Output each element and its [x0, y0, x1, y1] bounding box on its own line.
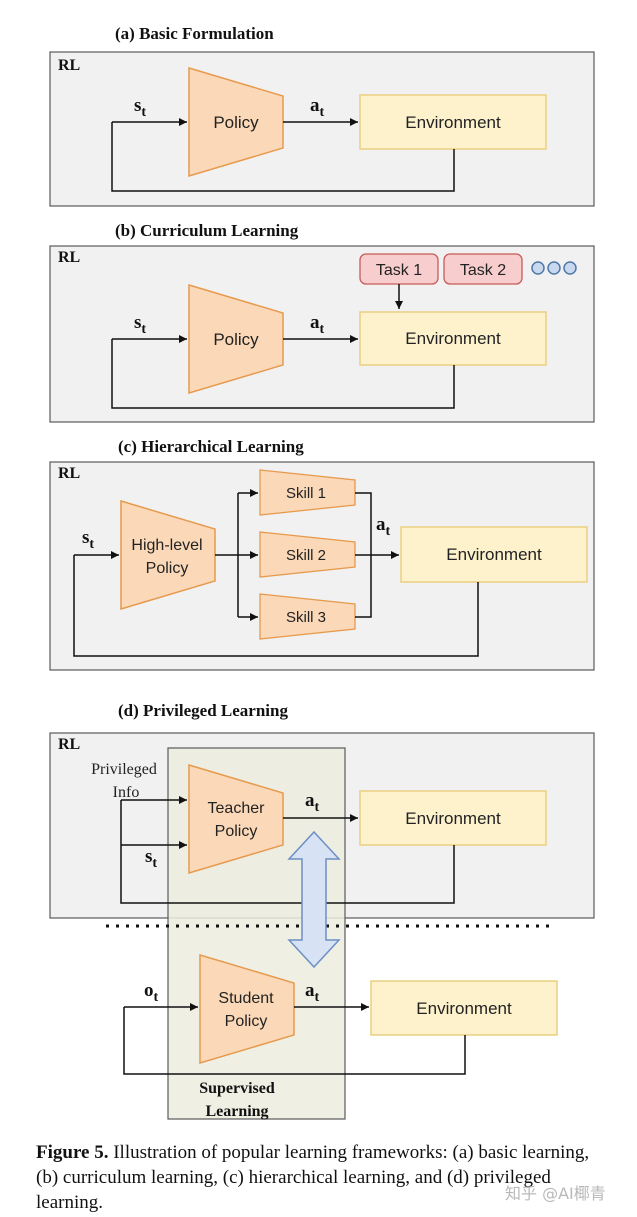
- action-symbol: at: [376, 514, 391, 539]
- environment-label: Environment: [405, 113, 501, 132]
- student-policy-label: Student: [218, 990, 274, 1007]
- privileged-info-label: Privileged: [91, 761, 157, 778]
- feedback-line: [120, 800, 455, 904]
- caption-text: Illustration of popular learning framewo…: [36, 1142, 590, 1213]
- panel-c-rl-tag: RL: [58, 465, 80, 482]
- environment-box: [359, 311, 547, 366]
- panel-d-title: (d) Privileged Learning: [118, 701, 288, 720]
- state-symbol: st: [134, 95, 146, 120]
- state-symbol: st: [82, 527, 94, 552]
- environment-label: Environment: [416, 999, 512, 1018]
- panel-b: (b) Curriculum Learning RL Task 1 Task 2…: [49, 221, 595, 423]
- panel-c: (c) Hierarchical Learning RL High-level …: [49, 437, 595, 671]
- action-symbol: at: [310, 95, 325, 120]
- more-tasks-dot: [547, 261, 561, 275]
- state-symbol: st: [145, 846, 157, 871]
- watermark: 知乎 @AI椰青: [505, 1184, 606, 1203]
- policy-trapezoid: [188, 66, 284, 178]
- figure-diagram: (a) Basic Formulation RL Policy Environm…: [49, 24, 595, 1120]
- state-symbol: st: [134, 312, 146, 337]
- action-symbol: at: [305, 980, 320, 1005]
- skill-1-label: Skill 1: [286, 485, 326, 502]
- double-arrow-icon: [287, 830, 341, 969]
- task-2-label: Task 2: [460, 262, 506, 279]
- high-level-policy-trapezoid: [120, 499, 216, 611]
- high-level-policy-label: Policy: [146, 560, 189, 577]
- privileged-info-label: Info: [113, 784, 140, 801]
- policy-label: Policy: [213, 113, 259, 132]
- environment-label: Environment: [405, 809, 501, 828]
- teacher-policy-label: Teacher: [208, 800, 266, 817]
- feedback-line: [111, 339, 455, 409]
- environment-box: [370, 980, 558, 1036]
- environment-box: [400, 526, 588, 583]
- skill-1-trapezoid: [259, 469, 356, 516]
- action-symbol: at: [310, 312, 325, 337]
- caption-label: Figure 5.: [36, 1142, 109, 1163]
- policy-label: Policy: [213, 330, 259, 349]
- more-tasks-dot: [563, 261, 577, 275]
- panel-b-rl-tag: RL: [58, 249, 80, 266]
- figure-caption: Figure 5. Illustration of popular learni…: [36, 1140, 606, 1215]
- task-1-label: Task 1: [376, 262, 422, 279]
- panel-a: (a) Basic Formulation RL Policy Environm…: [49, 24, 595, 207]
- high-level-policy-label: High-level: [131, 537, 202, 554]
- panel-d: (d) Privileged Learning RL Privileged In…: [49, 701, 595, 1120]
- student-policy-trapezoid: [199, 953, 295, 1065]
- environment-box: [359, 94, 547, 150]
- feedback-line: [111, 122, 455, 192]
- panel-c-title: (c) Hierarchical Learning: [118, 437, 304, 456]
- more-tasks-dot: [531, 261, 545, 275]
- panel-a-title: (a) Basic Formulation: [115, 24, 274, 43]
- supervised-learning-label: Learning: [205, 1103, 268, 1120]
- panel-d-rl-tag: RL: [58, 736, 80, 753]
- action-symbol: at: [305, 790, 320, 815]
- teacher-policy-label: Policy: [215, 823, 258, 840]
- panel-b-title: (b) Curriculum Learning: [115, 221, 299, 240]
- feedback-line: [73, 555, 479, 657]
- task-2-box: [443, 253, 523, 285]
- environment-label: Environment: [446, 545, 542, 564]
- student-policy-label: Policy: [225, 1013, 268, 1030]
- policy-trapezoid: [188, 283, 284, 395]
- skill-2-trapezoid: [259, 531, 356, 578]
- feedback-line: [123, 1007, 466, 1075]
- environment-box: [359, 790, 547, 846]
- panel-a-rl-tag: RL: [58, 57, 80, 74]
- teacher-policy-trapezoid: [188, 763, 284, 875]
- skill-3-trapezoid: [259, 593, 356, 640]
- skill-2-label: Skill 2: [286, 547, 326, 564]
- environment-label: Environment: [405, 329, 501, 348]
- skill-3-label: Skill 3: [286, 609, 326, 626]
- supervised-learning-label: Supervised: [199, 1080, 275, 1097]
- observation-symbol: ot: [144, 980, 159, 1005]
